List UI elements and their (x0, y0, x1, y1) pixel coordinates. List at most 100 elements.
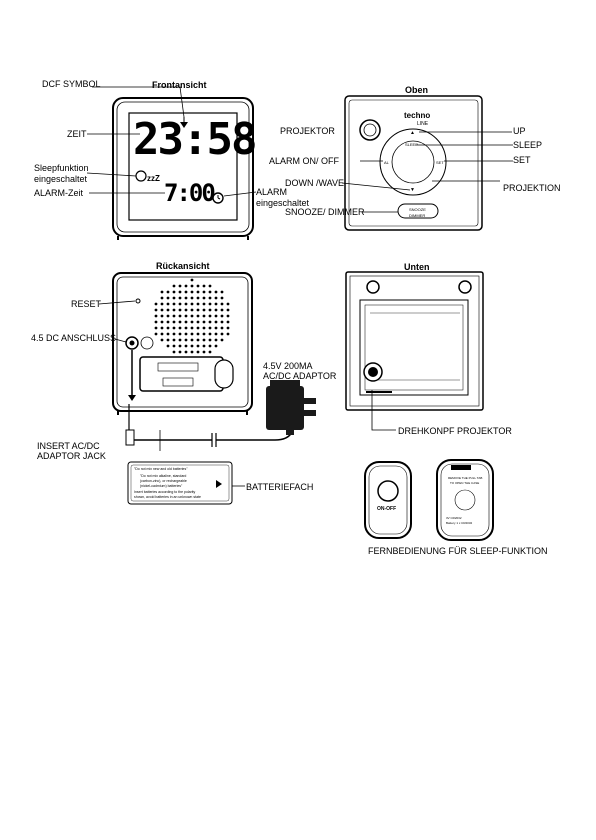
projector-lens-icon (359, 119, 381, 141)
speaker-hole (160, 338, 164, 342)
speaker-hole (160, 320, 164, 324)
speaker-grille (154, 278, 230, 354)
speaker-hole (190, 326, 194, 330)
snooze-button-text-2: DIMMER (409, 213, 426, 218)
speaker-hole (202, 320, 206, 324)
heading-rueckansicht: Rückansicht (156, 261, 210, 271)
speaker-hole (154, 314, 158, 318)
speaker-hole (190, 314, 194, 318)
speaker-hole (160, 326, 164, 330)
speaker-hole (172, 332, 176, 336)
speaker-hole (196, 344, 200, 348)
battery-text-2: "Do not mix alkaline, standard (140, 474, 187, 478)
label-projektion: PROJEKTION (503, 183, 561, 193)
speaker-hole (190, 302, 194, 306)
speaker-hole (196, 290, 200, 294)
top-leader-lines (341, 131, 513, 213)
alarm-button-text: AL (384, 160, 389, 165)
speaker-hole (226, 302, 230, 306)
speaker-hole (154, 332, 158, 336)
projector-knob-icon (363, 362, 392, 393)
speaker-hole (202, 308, 206, 312)
speaker-hole (208, 290, 212, 294)
label-projektor: PROJEKTOR (280, 126, 335, 136)
speaker-hole (184, 302, 188, 306)
speaker-hole (220, 296, 224, 300)
speaker-hole (208, 344, 212, 348)
battery-text-6: shown, avoid batteries in an unknown sta… (134, 495, 201, 499)
front-view-clock (112, 97, 254, 240)
speaker-hole (202, 290, 206, 294)
speaker-hole (220, 314, 224, 318)
speaker-hole (196, 296, 200, 300)
speaker-hole (160, 302, 164, 306)
speaker-hole (166, 326, 170, 330)
brand-line2: LINE (417, 121, 429, 127)
speaker-hole (160, 308, 164, 312)
speaker-hole (214, 326, 218, 330)
label-sleep-line2: eingeschaltet (34, 174, 88, 184)
speaker-hole (202, 296, 206, 300)
speaker-hole (190, 284, 194, 288)
label-jack-line2: ADAPTOR JACK (37, 451, 106, 461)
speaker-hole (166, 314, 170, 318)
speaker-hole (160, 290, 164, 294)
speaker-hole (190, 344, 194, 348)
speaker-hole (190, 308, 194, 312)
label-down-wave: DOWN /WAVE (285, 178, 344, 188)
speaker-hole (184, 344, 188, 348)
speaker-hole (226, 332, 230, 336)
speaker-hole (178, 284, 182, 288)
speaker-hole (214, 308, 218, 312)
speaker-hole (208, 350, 212, 354)
label-dcf-symbol: DCF SYMBOL (42, 79, 101, 89)
speaker-hole (202, 338, 206, 342)
speaker-hole (178, 326, 182, 330)
speaker-hole (184, 326, 188, 330)
speaker-hole (166, 320, 170, 324)
speaker-hole (214, 290, 218, 294)
speaker-hole (154, 308, 158, 312)
speaker-hole (160, 332, 164, 336)
label-batteriefach: BATTERIEFACH (246, 482, 314, 492)
snooze-button-text-1: SNOOZE (409, 207, 426, 212)
battery-text-5: Insert batteries according to the polari… (134, 490, 196, 494)
speaker-hole (178, 290, 182, 294)
speaker-hole (178, 332, 182, 336)
speaker-hole (220, 308, 224, 312)
label-alarm-line1: ALARM (256, 187, 288, 197)
speaker-hole (208, 338, 212, 342)
reset-hole-icon (135, 298, 141, 304)
speaker-hole (208, 296, 212, 300)
remote-back-text-2: TO OPEN THE CASE (450, 481, 480, 485)
speaker-hole (166, 296, 170, 300)
speaker-hole (184, 350, 188, 354)
speaker-hole (208, 284, 212, 288)
speaker-hole (220, 326, 224, 330)
speaker-hole (208, 320, 212, 324)
heading-unten: Unten (404, 262, 430, 272)
speaker-hole (202, 344, 206, 348)
label-set: SET (513, 155, 531, 165)
heading-frontansicht: Frontansicht (152, 80, 207, 90)
sleep-button-text: SLEEP (405, 142, 418, 147)
speaker-hole (184, 320, 188, 324)
speaker-hole (208, 326, 212, 330)
bottom-view-clock (345, 271, 484, 411)
speaker-hole (172, 302, 176, 306)
set-button-text: SET (436, 160, 444, 165)
speaker-hole (190, 290, 194, 294)
speaker-hole (172, 320, 176, 324)
heading-oben: Oben (405, 85, 429, 95)
bottom-leader-lines (371, 390, 396, 431)
speaker-hole (178, 302, 182, 306)
speaker-hole (166, 302, 170, 306)
label-up: UP (513, 126, 526, 136)
speaker-hole (154, 320, 158, 324)
label-drehknopf: DREHKONPF PROJEKTOR (398, 426, 512, 436)
back-view-clock (112, 272, 253, 415)
label-sleep-line1: Sleepfunktion (34, 163, 89, 173)
speaker-hole (202, 326, 206, 330)
speaker-hole (184, 332, 188, 336)
remote-back-text-4: Battery 1 x CR2032 (446, 521, 473, 525)
